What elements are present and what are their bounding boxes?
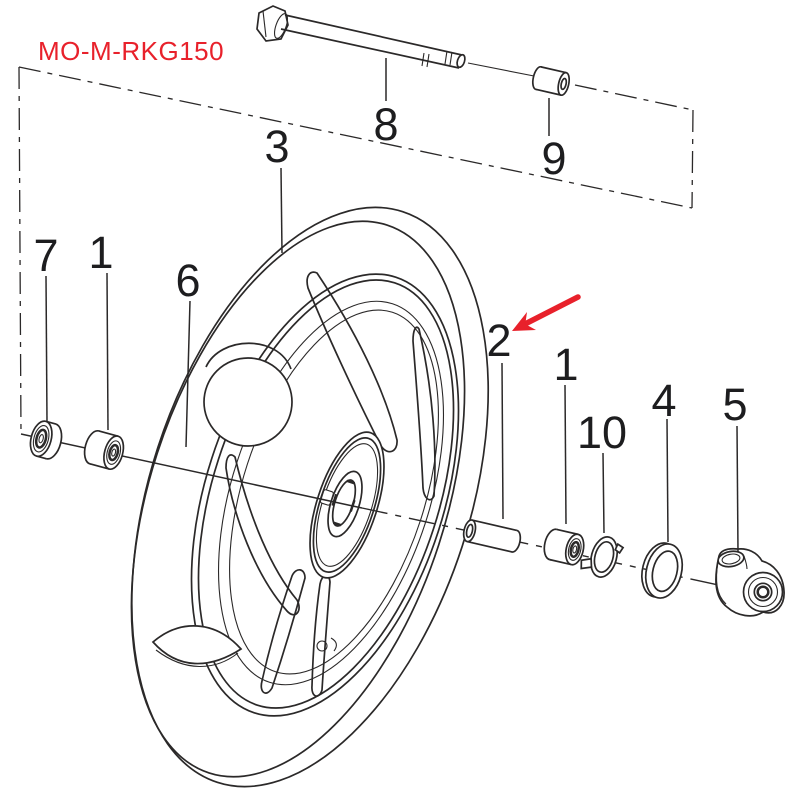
dust-seal — [641, 542, 684, 599]
leader-1-right — [564, 384, 567, 525]
speedo-boss-hub — [753, 582, 773, 602]
center-spacer-bore — [465, 523, 474, 539]
right-bearing-bore — [572, 545, 578, 554]
speedo-tube-bore — [721, 553, 741, 565]
hub-boss-echo-arc — [205, 342, 292, 370]
axis-line-solid — [20, 433, 363, 509]
left-bearing-race-inner — [108, 443, 120, 462]
retainer-tab-top — [614, 542, 625, 555]
leader-7 — [45, 275, 48, 423]
red-arrow-head — [512, 312, 536, 331]
bolt-shaft-top — [284, 14, 463, 56]
bolt-axis-segment — [467, 62, 535, 77]
alignment-lines — [18, 66, 694, 435]
tire-flat-patch-underline — [155, 649, 239, 668]
right-bearing-race-inner — [569, 540, 581, 558]
spacer-front-face — [557, 71, 571, 97]
spoke-cutout-bottom-left — [260, 569, 306, 694]
left-seal-ring — [32, 424, 50, 453]
left-bearing-body-lines — [89, 430, 119, 470]
leader-5 — [736, 425, 739, 553]
alignment-line-axle-extension — [574, 84, 694, 111]
spoke-cutout-upper-right — [412, 326, 436, 501]
alignment-line-right-vertical — [691, 109, 694, 209]
leader-10 — [602, 452, 605, 534]
callout-labels: 3 8 9 7 1 6 2 1 10 4 5 — [33, 99, 747, 458]
bolt-head-facet — [262, 10, 267, 38]
right-bearing — [543, 528, 585, 566]
rim-flange-inner — [197, 279, 455, 709]
tire-shoulder-line — [130, 220, 466, 778]
center-spacer-body-lines — [466, 519, 518, 553]
spacer-body-lines — [535, 66, 567, 96]
center-spacer — [462, 519, 522, 553]
callout-left-bearing: 1 — [88, 227, 113, 278]
tire-outer-line — [130, 206, 490, 788]
alignment-line-left-vertical — [18, 66, 22, 435]
bolt-tip — [456, 53, 466, 69]
hub-boss-circle — [203, 357, 293, 447]
retainer-tab-left — [580, 557, 593, 570]
alignment-line-diagonal — [18, 66, 693, 209]
left-bearing-race-outer — [106, 440, 122, 465]
retainer-washer — [580, 536, 625, 578]
callout-axle-bolt: 8 — [373, 99, 398, 150]
valve-stem-arc — [330, 637, 337, 652]
left-bearing-bore — [111, 448, 117, 457]
right-bearing-front-face — [564, 533, 585, 566]
leader-2 — [501, 362, 504, 520]
speedo-drive — [715, 547, 785, 617]
bolt-head — [256, 5, 289, 42]
bolt-shaft-bottom — [280, 28, 460, 69]
left-seal-inner-ring — [34, 428, 48, 449]
dust-seal-outer — [644, 543, 684, 599]
right-bearing-race-outer — [567, 538, 582, 561]
red-pointer-arrow — [512, 294, 581, 331]
wheel-drawing — [130, 206, 490, 788]
callout-hub-bore: 6 — [175, 255, 200, 306]
tire-flat-patch — [151, 625, 243, 665]
speedo-boss-bore — [756, 585, 770, 599]
retainer-inner — [593, 540, 615, 574]
callout-retainer-washer: 10 — [577, 407, 627, 458]
left-seal-front-face — [29, 420, 53, 458]
callout-right-bearing: 1 — [553, 339, 578, 390]
retainer-outer — [589, 536, 619, 578]
callout-speedo-drive: 5 — [722, 379, 747, 430]
callout-center-spacer: 2 — [486, 315, 511, 366]
axle-bolt — [256, 5, 535, 77]
leader-3 — [280, 167, 283, 254]
diagram-code: MO-M-RKG150 — [38, 36, 224, 66]
valve-stem — [316, 640, 328, 652]
callout-axle-spacer: 9 — [541, 133, 566, 184]
spoke-cutout-left — [225, 454, 300, 616]
callout-wheel: 3 — [264, 121, 289, 172]
left-bearing-front-face — [103, 435, 125, 471]
right-bearing-body-lines — [549, 528, 579, 566]
leader-lines — [45, 58, 739, 553]
callout-left-seal: 7 — [33, 230, 58, 281]
speedo-boss-ring — [747, 576, 779, 608]
speedo-tube-sides — [716, 555, 748, 605]
left-seal-bore — [38, 434, 44, 444]
leader-1-left — [106, 272, 109, 431]
left-seal — [29, 420, 63, 460]
leader-6 — [185, 300, 191, 448]
speedo-boss-outer — [742, 571, 784, 613]
bolt-flange — [273, 13, 289, 39]
red-arrow-shaft — [524, 294, 581, 326]
bolt-thread-marks — [421, 50, 453, 68]
callout-dust-seal: 4 — [651, 375, 676, 426]
dust-seal-inner — [651, 550, 679, 593]
axle-spacer — [531, 65, 571, 97]
rim-flange-outer — [190, 273, 460, 717]
leader-4 — [666, 418, 669, 543]
left-bearing — [83, 429, 125, 471]
